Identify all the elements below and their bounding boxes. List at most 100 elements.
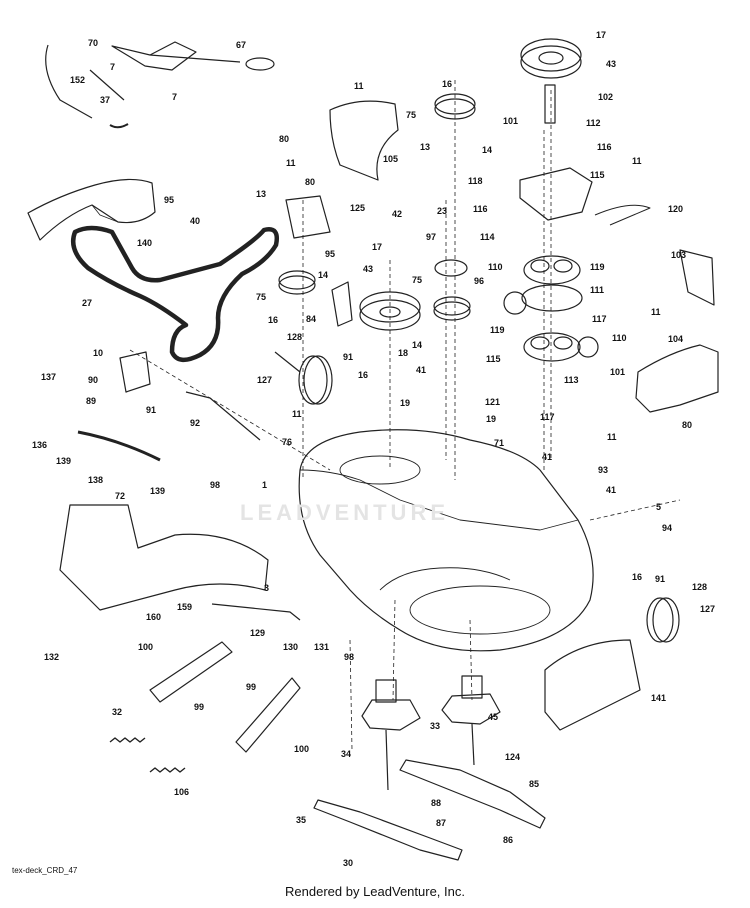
callout-5: 5 xyxy=(656,502,661,512)
callout-32: 32 xyxy=(112,707,122,717)
callout-23: 23 xyxy=(437,206,447,216)
callout-14: 14 xyxy=(318,270,328,280)
callout-41: 41 xyxy=(416,365,426,375)
callout-19: 19 xyxy=(400,398,410,408)
callout-14: 14 xyxy=(482,145,492,155)
callout-75: 75 xyxy=(256,292,266,302)
callout-129: 129 xyxy=(250,628,265,638)
callout-110: 110 xyxy=(488,262,503,272)
footer-credit: Rendered by LeadVenture, Inc. xyxy=(285,884,465,899)
callout-16: 16 xyxy=(442,79,452,89)
callout-91: 91 xyxy=(146,405,156,415)
callout-11: 11 xyxy=(286,158,296,168)
callout-117: 117 xyxy=(592,314,607,324)
callout-101: 101 xyxy=(610,367,625,377)
callout-34: 34 xyxy=(341,749,351,759)
callout-105: 105 xyxy=(383,154,398,164)
callout-16: 16 xyxy=(632,572,642,582)
callout-98: 98 xyxy=(210,480,220,490)
callout-139: 139 xyxy=(56,456,71,466)
callout-136: 136 xyxy=(32,440,47,450)
callout-16: 16 xyxy=(358,370,368,380)
callout-80: 80 xyxy=(279,134,289,144)
deck-cover-right xyxy=(635,344,719,413)
callout-11: 11 xyxy=(632,156,642,166)
callout-138: 138 xyxy=(88,475,103,485)
callout-102: 102 xyxy=(598,92,613,102)
callout-99: 99 xyxy=(194,702,204,712)
callout-18: 18 xyxy=(398,348,408,358)
callout-125: 125 xyxy=(350,203,365,213)
callout-70: 70 xyxy=(88,38,98,48)
callout-128: 128 xyxy=(287,332,302,342)
callout-114: 114 xyxy=(480,232,495,242)
callout-115: 115 xyxy=(486,354,501,364)
blade-left xyxy=(313,799,463,861)
callout-37: 37 xyxy=(100,95,110,105)
callout-7: 7 xyxy=(110,62,115,72)
callout-72: 72 xyxy=(115,491,125,501)
idler-bracket xyxy=(519,167,593,221)
callout-16: 16 xyxy=(268,315,278,325)
callout-75: 75 xyxy=(412,275,422,285)
callout-17: 17 xyxy=(372,242,382,252)
callout-10: 10 xyxy=(93,348,103,358)
callout-13: 13 xyxy=(420,142,430,152)
callout-35: 35 xyxy=(296,815,306,825)
callout-121: 121 xyxy=(485,397,500,407)
callout-120: 120 xyxy=(668,204,683,214)
pulley-cover xyxy=(329,100,399,181)
assembly-guides xyxy=(129,80,681,751)
mower-deck xyxy=(298,429,594,652)
callout-140: 140 xyxy=(137,238,152,248)
callout-152: 152 xyxy=(70,75,85,85)
callout-139: 139 xyxy=(150,486,165,496)
blade-right xyxy=(399,759,546,829)
lift-linkage xyxy=(45,41,241,119)
callout-118: 118 xyxy=(468,176,483,186)
watermark: LEADVENTURE xyxy=(240,500,450,525)
callout-141: 141 xyxy=(651,693,666,703)
callout-67: 67 xyxy=(236,40,246,50)
callout-97: 97 xyxy=(426,232,436,242)
spindle-left xyxy=(361,699,421,731)
spindle-right xyxy=(441,693,501,725)
callout-3: 3 xyxy=(264,583,269,593)
callout-95: 95 xyxy=(325,249,335,259)
callout-98: 98 xyxy=(344,652,354,662)
callout-103: 103 xyxy=(671,250,686,260)
callout-43: 43 xyxy=(363,264,373,274)
callout-80: 80 xyxy=(305,177,315,187)
callout-110: 110 xyxy=(612,333,627,343)
callout-43: 43 xyxy=(606,59,616,69)
callout-116: 116 xyxy=(597,142,612,152)
drawing-code: tex-deck_CRD_47 xyxy=(12,866,78,875)
callout-119: 119 xyxy=(590,262,605,272)
callout-96: 96 xyxy=(474,276,484,286)
callout-71: 71 xyxy=(494,438,504,448)
callout-119: 119 xyxy=(490,325,505,335)
callout-41: 41 xyxy=(542,452,552,462)
callout-42: 42 xyxy=(392,209,402,219)
callout-95: 95 xyxy=(164,195,174,205)
callout-40: 40 xyxy=(190,216,200,226)
callout-88: 88 xyxy=(431,798,441,808)
callout-99: 99 xyxy=(246,682,256,692)
callout-11: 11 xyxy=(651,307,661,317)
belt-shield xyxy=(27,178,156,241)
callout-27: 27 xyxy=(82,298,92,308)
callout-106: 106 xyxy=(174,787,189,797)
part-artwork xyxy=(27,38,719,861)
callout-112: 112 xyxy=(586,118,601,128)
callout-1: 1 xyxy=(262,480,267,490)
callout-75: 75 xyxy=(406,110,416,120)
callout-132: 132 xyxy=(44,652,59,662)
callout-101: 101 xyxy=(503,116,518,126)
callout-90: 90 xyxy=(88,375,98,385)
callout-160: 160 xyxy=(146,612,161,622)
callout-131: 131 xyxy=(314,642,329,652)
callout-117: 117 xyxy=(540,412,555,422)
callout-87: 87 xyxy=(436,818,446,828)
